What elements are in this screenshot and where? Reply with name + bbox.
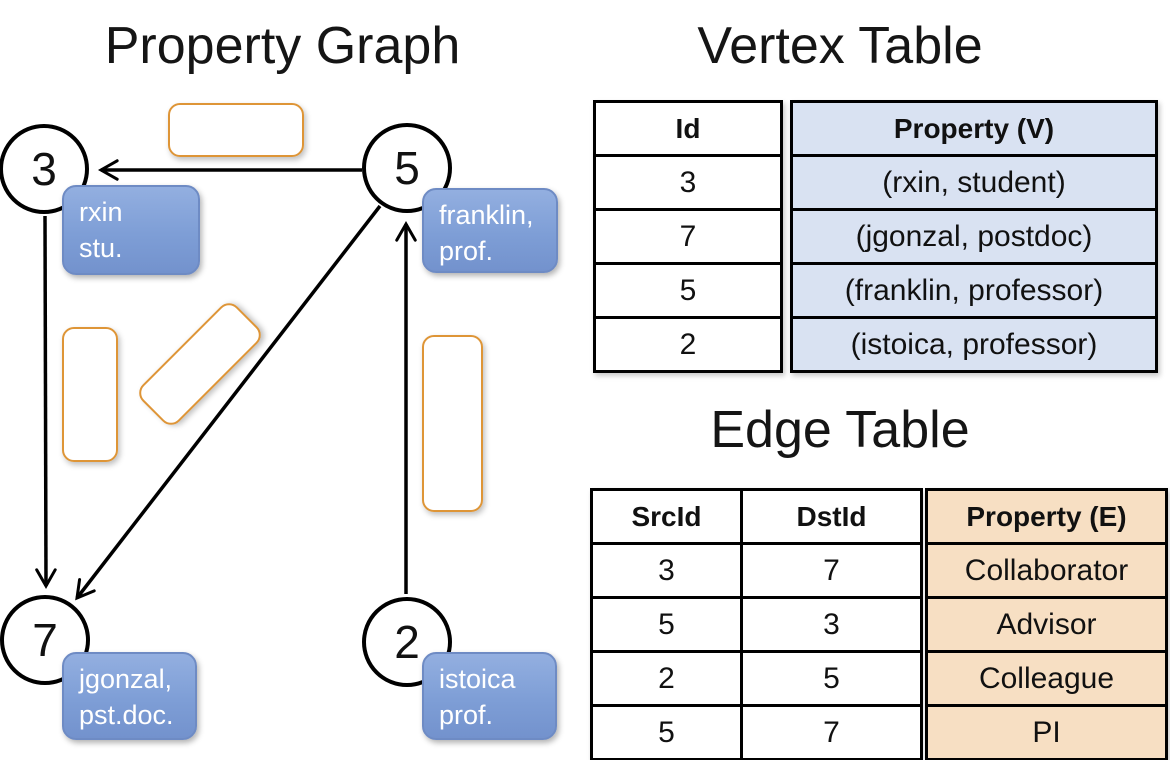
- vertex-property-line: prof.: [439, 236, 494, 266]
- edge-label-collab: Collab.: [62, 327, 118, 462]
- vertex-property-line: jgonzal,: [79, 664, 173, 694]
- edge-table-property-cell: PI: [925, 704, 1168, 760]
- edge-table-header-dstid: DstId: [740, 488, 923, 545]
- vertex-id-label: 2: [394, 616, 420, 668]
- edge-label-text: Advisor: [187, 113, 285, 146]
- vertex-table-header-property: Property (V): [790, 100, 1158, 157]
- edge-table-title: Edge Table: [710, 401, 970, 459]
- edge-table-dst-cell: 7: [740, 542, 923, 599]
- vertex-property-line: pst.doc.: [79, 700, 174, 730]
- vertex-property-line: franklin,: [439, 200, 534, 230]
- edge-label-text: Colleague: [437, 358, 470, 489]
- vertex-table-id-cell: 7: [593, 208, 783, 265]
- vertex-property-box-7: jgonzal, pst.doc.: [62, 652, 197, 740]
- edge-label-colleague: Colleague: [422, 335, 483, 512]
- vertex-node-2: 2: [362, 597, 452, 687]
- vertex-property-box-2: istoica prof.: [422, 652, 557, 740]
- edge-table-dst-cell: 7: [740, 704, 923, 760]
- edge-label-text: PI: [178, 342, 221, 385]
- vertex-table-id-column: Id 3 7 5 2: [593, 100, 783, 373]
- vertex-table-property-cell: (istoica, professor): [790, 316, 1158, 373]
- edge-pi-5-7: [75, 204, 382, 601]
- vertex-property-line: stu.: [79, 233, 123, 263]
- vertex-table-property-cell: (jgonzal, postdoc): [790, 208, 1158, 265]
- edge-table-header-srcid: SrcId: [590, 488, 743, 545]
- edge-table-property-cell: Collaborator: [925, 542, 1168, 599]
- vertex-id-label: 7: [32, 614, 58, 666]
- vertex-table-property-column: Property (V) (rxin, student) (jgonzal, p…: [790, 100, 1158, 373]
- vertex-table-id-cell: 5: [593, 262, 783, 319]
- edge-table-dst-cell: 5: [740, 650, 923, 707]
- edge-table-property-cell: Colleague: [925, 650, 1168, 707]
- edge-table-src-cell: 2: [590, 650, 743, 707]
- vertex-node-5: 5: [362, 123, 452, 213]
- property-graph-title: Property Graph: [104, 17, 461, 75]
- edge-label-advisor: Advisor: [168, 103, 304, 157]
- vertex-table-property-cell: (rxin, student): [790, 154, 1158, 211]
- vertex-property-box-3: rxin stu.: [62, 185, 200, 275]
- vertex-table-property-cell: (franklin, professor): [790, 262, 1158, 319]
- graph-edges-canvas: [35, 159, 417, 601]
- vertex-property-box-5: franklin, prof.: [422, 188, 558, 273]
- vertex-table-title: Vertex Table: [697, 17, 983, 75]
- vertex-table-header-id: Id: [593, 100, 783, 157]
- vertex-id-label: 5: [394, 142, 420, 194]
- edge-table-header-property: Property (E): [925, 488, 1168, 545]
- vertex-property-line: istoica: [439, 664, 516, 694]
- vertex-id-label: 3: [31, 143, 57, 195]
- edge-collab-3-7: [35, 215, 57, 590]
- edge-table-srcdst-columns: SrcId DstId 3 7 5 3 2 5 5 7: [590, 488, 923, 760]
- edge-table-src-cell: 5: [590, 704, 743, 760]
- vertex-property-line: rxin: [79, 197, 123, 227]
- edge-table-property-cell: Advisor: [925, 596, 1168, 653]
- vertex-property-line: prof.: [439, 700, 494, 730]
- vertex-table-id-cell: 2: [593, 316, 783, 373]
- vertex-table-id-cell: 3: [593, 154, 783, 211]
- edge-table-src-cell: 5: [590, 596, 743, 653]
- edge-table-dst-cell: 3: [740, 596, 923, 653]
- edge-table-src-cell: 3: [590, 542, 743, 599]
- edge-table-property-column: Property (E) Collaborator Advisor Collea…: [925, 488, 1168, 760]
- edge-label-text: Collab.: [74, 349, 107, 440]
